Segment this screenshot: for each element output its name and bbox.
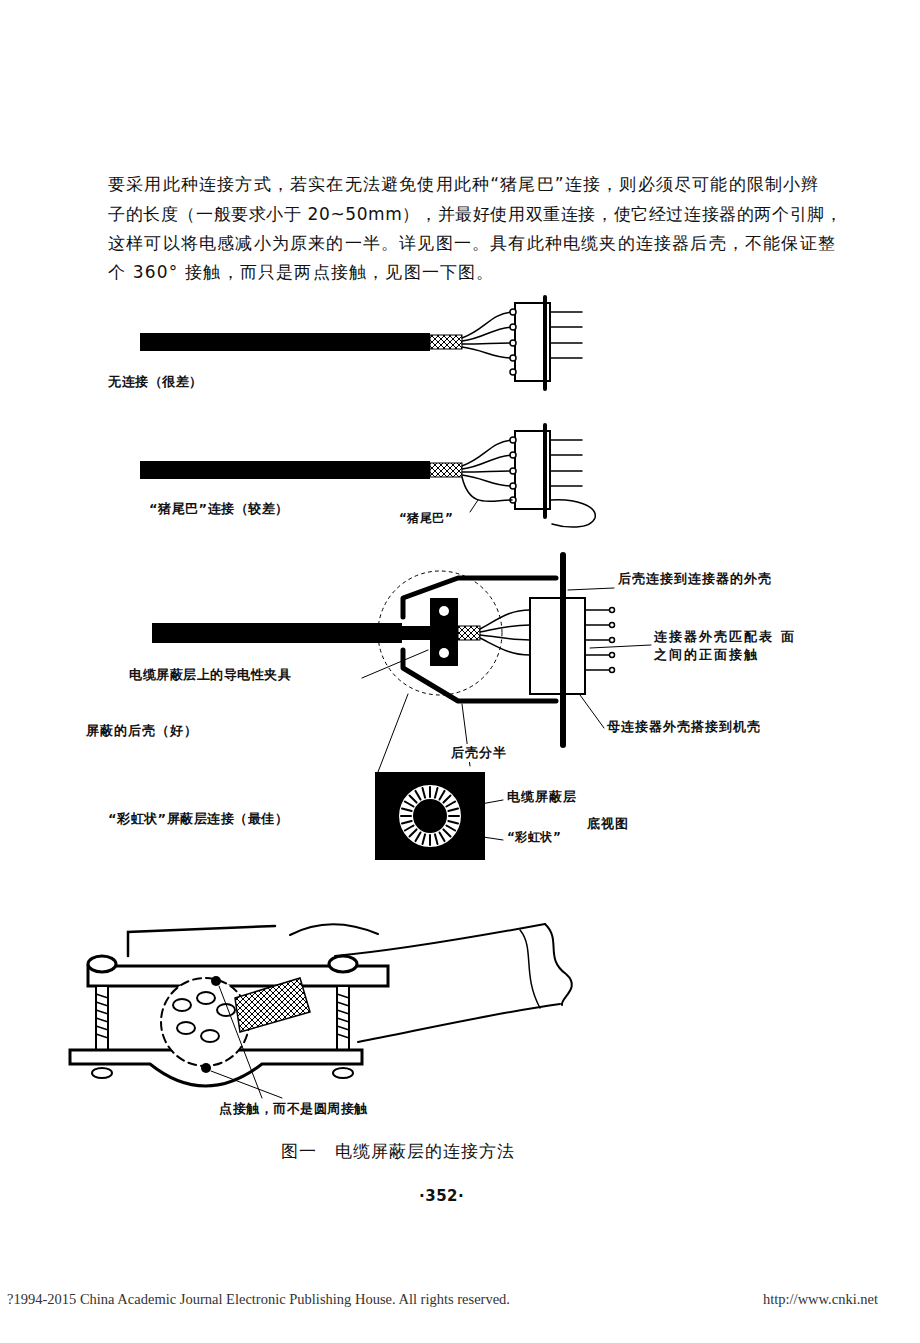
- figure-caption: 图一 电缆屏蔽层的连接方法: [280, 1140, 516, 1163]
- shield-ray: [416, 832, 421, 841]
- shield-ray: [405, 826, 414, 831]
- body-text: 这样可以将电感减小为原来的一半。详见图一。具有此种电缆夹的连接器后壳，不能保证整: [107, 232, 837, 255]
- callout-label: 底视图: [586, 815, 630, 833]
- shield-ray: [405, 802, 414, 807]
- callout-label: 母连接器外壳搭接到机壳: [606, 718, 762, 736]
- shield-ray: [401, 815, 411, 817]
- watermark: http://www.cnki.net: [762, 1290, 879, 1310]
- callout-label: 电缆屏蔽层上的导电性夹具: [128, 666, 292, 684]
- figure-label: 屏蔽的后壳（好）: [85, 722, 199, 740]
- shield-ray: [429, 787, 431, 797]
- shield-ray: [402, 808, 412, 811]
- shield-ray: [422, 834, 425, 844]
- figure-label: 无连接（很差）: [107, 373, 204, 391]
- shield-ray: [435, 788, 438, 798]
- callout-label: “彩虹状”: [506, 829, 562, 845]
- figure-label: “猪尾巴”连接（较差）: [148, 500, 290, 518]
- shield-ray: [402, 821, 412, 824]
- shield-ray: [448, 821, 458, 824]
- body-text: 要采用此种连接方式，若实在无法避免使用此种“猪尾巴”连接，则必须尽可能的限制小辫: [107, 173, 821, 196]
- shield-ray: [416, 791, 421, 800]
- page-number: ·352·: [418, 1186, 465, 1206]
- shield-ray: [446, 826, 455, 831]
- callout-label: “猪尾巴”: [398, 510, 454, 526]
- callout-label: 连接器外壳匹配表 面之间的正面接触: [653, 628, 797, 663]
- shield-ray: [446, 802, 455, 807]
- shield-ray: [443, 795, 450, 802]
- shield-ray: [448, 808, 458, 811]
- shield-ray: [440, 832, 445, 841]
- watermark: ?1994-2015 China Academic Journal Electr…: [6, 1290, 511, 1310]
- body-text: 子的长度（一般要求小于 20~50mm），并最好使用双重连接，使它经过连接器的两…: [107, 203, 843, 226]
- shield-ray: [435, 834, 438, 844]
- shield-ray: [429, 835, 431, 845]
- body-text: 个 360° 接触，而只是两点接触，见图一下图。: [107, 261, 496, 284]
- figure-label: “彩虹状”屏蔽层连接（最佳）: [107, 810, 289, 828]
- callout-label: 后壳连接到连接器的外壳: [617, 570, 773, 588]
- shield-ray: [422, 788, 425, 798]
- callout-label: 电缆屏蔽层: [506, 788, 578, 806]
- callout-label: 点接触，而不是圆周接触: [218, 1100, 369, 1118]
- shield-ray: [449, 815, 459, 817]
- shield-ray: [443, 829, 450, 836]
- shield-ray: [409, 795, 416, 802]
- shield-ray: [440, 791, 445, 800]
- shield-ray: [409, 829, 416, 836]
- callout-label: 后壳分半: [450, 744, 508, 762]
